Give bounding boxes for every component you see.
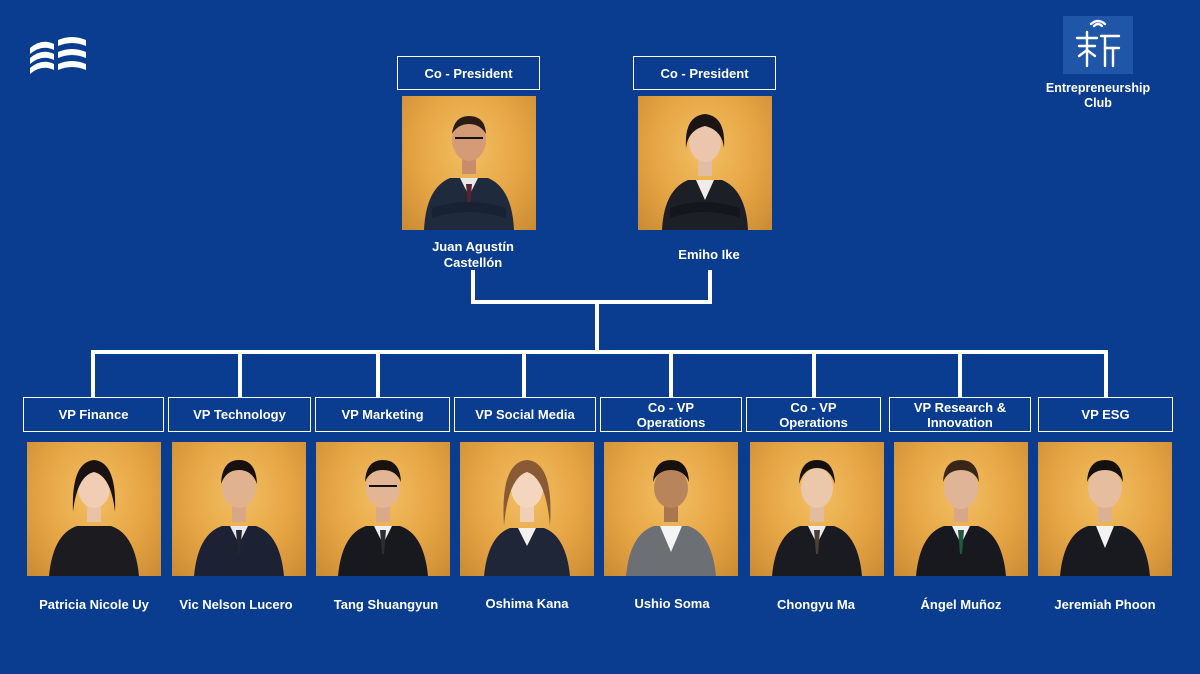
vp-role-label: VP ESG: [1038, 397, 1173, 432]
vp-name: Oshima Kana: [485, 596, 569, 611]
vp-role-label: VP Finance: [23, 397, 164, 432]
vp-name: Ushio Soma: [634, 596, 710, 611]
vp-name: Jeremiah Phoon: [1054, 597, 1156, 612]
vp-photo: [750, 442, 884, 576]
president-name: Juan Agustín Castellón: [432, 239, 514, 270]
vp-role-label: VP Research & Innovation: [889, 397, 1031, 432]
vp-photo: [894, 442, 1028, 576]
vp-role-label: VP Technology: [168, 397, 311, 432]
president-name: Emiho Ike: [678, 247, 740, 262]
vp-name: Tang Shuangyun: [333, 597, 439, 612]
vp-photo: [172, 442, 306, 576]
vp-role-label: Co - VP Operations: [746, 397, 881, 432]
vp-role-label: VP Social Media: [454, 397, 596, 432]
president-photo: [638, 96, 772, 230]
vp-role-label: VP Marketing: [315, 397, 450, 432]
club-name: Entrepreneurship Club: [1045, 81, 1151, 110]
vp-name: Ángel Muñoz: [920, 597, 1002, 612]
vp-photo: [316, 442, 450, 576]
vp-photo: [1038, 442, 1172, 576]
vp-photo: [27, 442, 161, 576]
ide-logo-icon: [28, 32, 90, 78]
vp-name: Chongyu Ma: [777, 597, 855, 612]
vp-photo: [604, 442, 738, 576]
vp-name: Vic Nelson Lucero: [179, 597, 293, 612]
president-role-label: Co - President: [633, 56, 776, 90]
vp-role-label: Co - VP Operations: [600, 397, 742, 432]
president-role-label: Co - President: [397, 56, 540, 90]
vp-name: Patricia Nicole Uy: [39, 597, 149, 612]
presidents-connector: [471, 270, 712, 304]
vp-photo: [460, 442, 594, 576]
president-photo: [402, 96, 536, 230]
xin-character-logo-icon: [1063, 16, 1133, 74]
